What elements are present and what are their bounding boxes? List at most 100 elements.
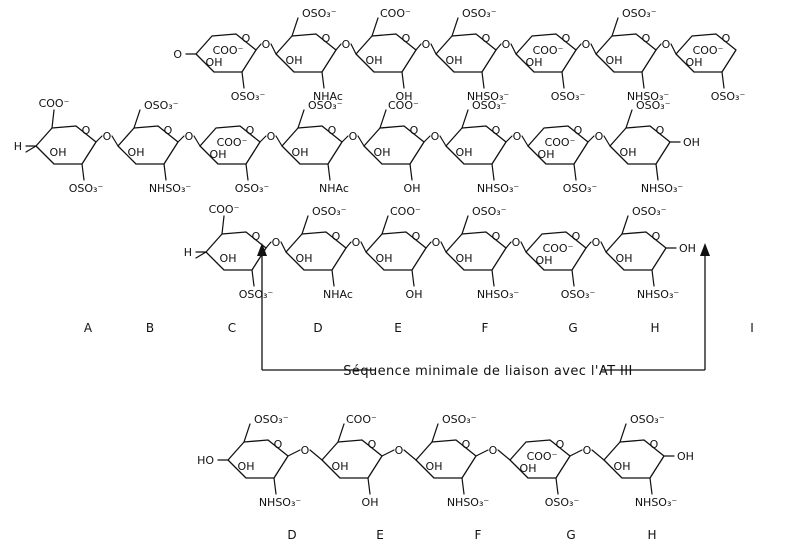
bond-line [111,135,119,147]
carboxylate-label: COO⁻ [346,413,377,426]
bond-line [259,135,267,143]
bond-line [505,135,513,143]
carboxylate-label: COO⁻ [209,203,240,216]
reducing-end-hydroxyl: OH [683,136,700,149]
bond-line [133,109,141,129]
acetamido-label: NHAc [313,90,343,103]
bond-line [297,109,305,129]
bond-line [51,109,55,129]
bond-line [265,241,272,249]
nhsulfate-label: NHSO₃⁻ [627,90,670,103]
reducing-end-hydroxyl: OH [677,450,694,463]
osulfate-label: OSO₃⁻ [308,99,343,112]
glycosidic-oxygen-label: O [301,444,310,457]
bond-line [585,241,592,249]
hydroxyl-label: OH [686,56,703,69]
carboxylate-label: COO⁻ [380,7,411,20]
hydroxyl-label: OH [206,56,223,69]
hydroxyl-label: OH [614,460,631,473]
osulfate-label: OSO₃⁻ [462,7,497,20]
hydroxyl-label: OH [406,288,423,301]
bond-line [655,163,659,181]
glycosidic-oxygen-label: O [513,130,522,143]
bond-line [95,135,103,143]
osulfate-label: OSO₃⁻ [302,7,337,20]
hydroxyl-label: OH [374,146,391,159]
hydroxyl-label: OH [620,146,637,159]
residue-letter: H [650,321,659,335]
bond-line [619,423,627,443]
bond-line [350,43,357,55]
bond-line [625,109,633,129]
bond-line [721,71,725,89]
bond-line [571,269,575,287]
bond-line [521,135,529,147]
glycosidic-oxygen-label: O [502,38,511,51]
osulfate-label: OSO₃⁻ [563,182,598,195]
ring-oxygen-label: O [482,32,491,45]
bond-line [439,135,447,147]
bond-line [193,135,201,147]
ring-oxygen-label: O [722,32,731,45]
osulfate-label: OSO₃⁻ [231,90,266,103]
bond-line [590,43,597,55]
bond-line [221,215,225,235]
glycosidic-oxygen-label: O [583,444,592,457]
glycosidic-oxygen-label: O [592,236,601,249]
hydroxyl-label: OH [210,148,227,161]
glycosidic-oxygen-label: O [431,130,440,143]
bond-line [273,477,277,495]
nhsulfate-label: NHSO₃⁻ [447,496,490,509]
nhsulfate-label: NHSO₃⁻ [635,496,678,509]
ring-oxygen-label: O [252,230,261,243]
bond-line [491,163,495,181]
bond-line [505,241,512,249]
nhsulfate-label: NHSO₃⁻ [149,182,192,195]
osulfate-label: OSO₃⁻ [239,288,274,301]
residue-letter: D [287,528,296,542]
bond-line [651,269,655,287]
glycosidic-oxygen-label: O [272,236,281,249]
bond-line [600,241,607,253]
bond-line [321,71,325,89]
osulfate-label: OSO₃⁻ [545,496,580,509]
bond-line [569,449,583,457]
bond-line [195,251,207,259]
bond-line [327,163,331,181]
osulfate-label: OSO₃⁻ [144,99,179,112]
bond-line [335,43,342,51]
osulfate-label: OSO₃⁻ [69,182,104,195]
ring-oxygen-label: O [322,32,331,45]
bond-line [425,241,432,249]
bond-line [655,43,662,51]
bond-line [510,43,517,55]
ring-oxygen-label: O [328,124,337,137]
osulfate-label: OSO₃⁻ [442,413,477,426]
hydroxyl-label: OH [362,496,379,509]
bond-line [341,135,349,143]
osulfate-label: OSO₃⁻ [254,413,289,426]
bond-line [461,215,469,235]
osulfate-label: OSO₃⁻ [235,182,270,195]
ring-oxygen-label: O [642,32,651,45]
ring-oxygen-label: O [410,124,419,137]
bond-line [275,135,283,147]
